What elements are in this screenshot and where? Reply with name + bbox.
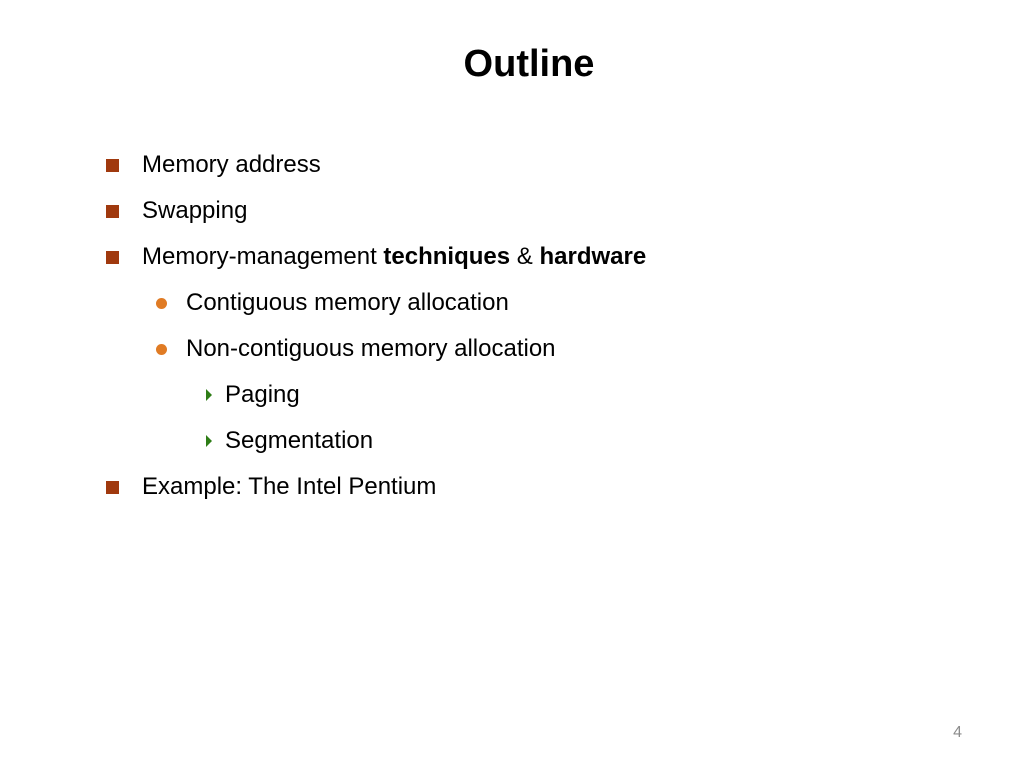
- square-bullet-icon: [106, 250, 119, 264]
- list-item: Memory-management techniques & hardware: [106, 234, 646, 280]
- page-number: 4: [953, 724, 962, 741]
- list-item-bold-text: techniques: [383, 243, 511, 270]
- square-bullet-icon: [106, 204, 119, 218]
- triangle-bullet-icon: [206, 389, 212, 401]
- list-item: Swapping: [106, 188, 247, 234]
- slide-title: Outline: [463, 43, 595, 85]
- list-item: Contiguous memory allocation: [156, 280, 509, 326]
- list-item-text-part: Memory-management: [142, 243, 384, 270]
- list-item-text: Swapping: [142, 197, 248, 224]
- list-item-text: Memory-management techniques & hardware: [142, 243, 646, 271]
- triangle-bullet-icon: [206, 435, 212, 447]
- square-bullet-icon: [106, 480, 119, 494]
- list-item-text: Memory address: [142, 151, 321, 178]
- list-item: Example: The Intel Pentium: [106, 464, 436, 510]
- list-item-text: Contiguous memory allocation: [186, 289, 509, 316]
- list-item-text: Non-contiguous memory allocation: [186, 335, 556, 362]
- circle-bullet-icon: [156, 343, 167, 355]
- list-item-bold-text: hardware: [539, 243, 647, 270]
- list-item-text: Example: The Intel Pentium: [142, 473, 437, 500]
- list-item: Segmentation: [206, 418, 373, 464]
- list-item-text-part: &: [510, 243, 540, 270]
- list-item-text: Paging: [225, 381, 300, 408]
- list-item: Paging: [206, 372, 300, 418]
- square-bullet-icon: [106, 158, 119, 172]
- list-item-text: Segmentation: [225, 427, 374, 454]
- list-item: Non-contiguous memory allocation: [156, 326, 556, 372]
- circle-bullet-icon: [156, 297, 167, 309]
- list-item: Memory address: [106, 142, 321, 188]
